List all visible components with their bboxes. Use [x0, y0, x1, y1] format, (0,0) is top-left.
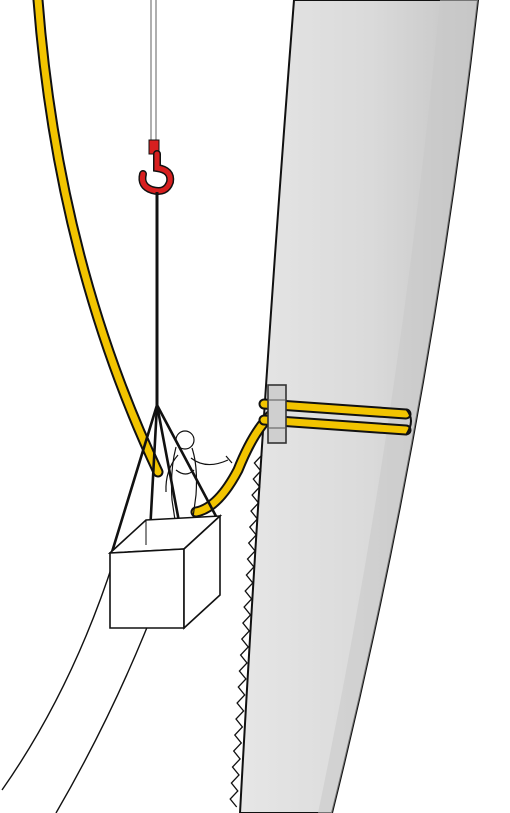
rope-wrap-lower: [260, 416, 410, 434]
tower-shade: [318, 0, 478, 813]
rope-clamp: [267, 384, 287, 444]
tag-line-right: [55, 619, 151, 813]
tag-line-left: [1, 559, 115, 791]
yellow-rope: [34, 0, 162, 476]
rope-wrap-end: [405, 408, 412, 436]
crane-hook: [139, 151, 173, 194]
yellow-rope-outline: [32, 0, 164, 478]
sawtooth-edge: [229, 454, 263, 808]
worker-figure: [165, 430, 233, 541]
basket: [107, 514, 223, 630]
rope-wrap-upper: [260, 400, 410, 418]
